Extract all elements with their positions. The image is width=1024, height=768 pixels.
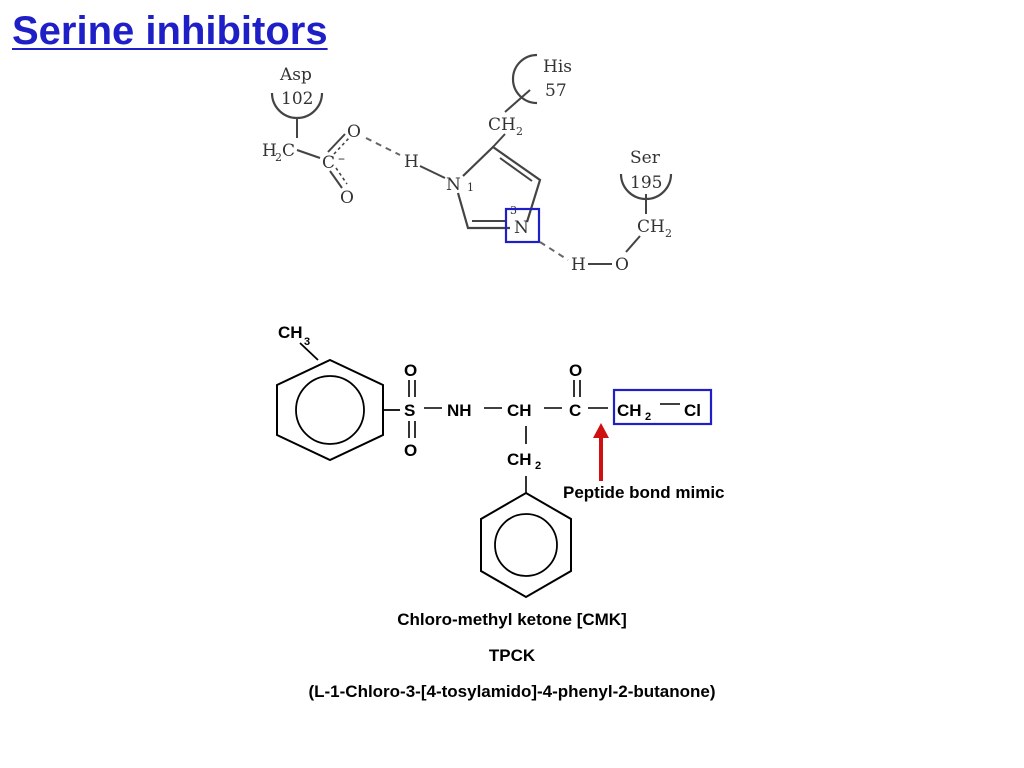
his-n3-position: 3 <box>510 204 517 217</box>
ch3-label: CH <box>278 323 303 342</box>
sulfur-atom: S <box>404 401 415 420</box>
his-ch2-sub: 2 <box>516 125 523 138</box>
ser-residue-arc <box>619 173 673 201</box>
his-n3: N <box>514 218 529 238</box>
side-chain-ch2: CH <box>507 450 532 469</box>
imidazole-double-bond-upper <box>499 157 533 182</box>
carboxyl-bond-bottom <box>329 170 343 189</box>
h2c-sub: 2 <box>275 151 282 164</box>
tpck-structure: CH 3 S O O NH CH C O CH 2 Cl CH 2 <box>276 323 713 599</box>
chloromethyl-highlight-box <box>612 388 713 426</box>
imidazole-upper-edges <box>462 145 542 223</box>
h-bond-asp-his <box>365 137 401 156</box>
carboxyl-o-bottom: O <box>340 188 354 208</box>
catalytic-triad: Asp 102 H 2 C C – O O H N 1 3 N CH 2 <box>262 53 673 275</box>
carboxyl-bond-top <box>327 133 346 153</box>
nh-group: NH <box>447 401 472 420</box>
carboxyl-o-top: O <box>347 122 361 142</box>
phenyl-benzene-ring <box>480 491 572 599</box>
ser-o-ch2-bond <box>625 235 641 253</box>
carbonyl-c: C <box>569 401 581 420</box>
his-ch2: CH <box>488 115 516 135</box>
h2c-h: H <box>262 141 277 161</box>
ser-number: 195 <box>630 173 662 193</box>
his-residue-arc <box>511 53 538 105</box>
tosyl-benzene-ring <box>276 358 384 462</box>
tosyl-aromatic-circle <box>295 375 365 445</box>
asp-residue-arc <box>270 92 324 120</box>
chloromethyl-ch2: CH <box>617 401 642 420</box>
carboxyl-c: C <box>322 153 335 173</box>
chlorine-atom: Cl <box>684 401 701 420</box>
chloromethyl-ch2-sub: 2 <box>645 411 651 423</box>
peptide-bond-mimic-label: Peptide bond mimic <box>563 483 725 502</box>
ser-label: Ser <box>630 148 661 168</box>
sulfonyl-o-top: O <box>404 361 417 380</box>
caption-tpck: TPCK <box>488 646 536 665</box>
his-h: H <box>404 152 419 172</box>
asp-label: Asp <box>279 65 312 85</box>
side-chain-ch2-sub: 2 <box>535 460 541 472</box>
h2c-c-bond <box>296 149 321 159</box>
imidazole-lower-edges <box>456 192 510 230</box>
ch3-sub: 3 <box>304 336 310 348</box>
asp-number: 102 <box>281 89 313 109</box>
slide-title: Serine inhibitors <box>12 9 328 53</box>
ring-ch2-bond <box>492 133 506 148</box>
ch3-bond <box>299 342 319 361</box>
h2c-c: C <box>282 141 295 161</box>
ser-ch2: CH <box>637 217 665 237</box>
his-ch2-residue-bond <box>504 89 531 113</box>
his-n1: N <box>446 175 461 195</box>
caption-iupac-name: (L-1-Chloro-3-[4-tosylamido]-4-phenyl-2-… <box>308 682 716 701</box>
h-bond-his-ser <box>539 241 569 261</box>
ch-group: CH <box>507 401 532 420</box>
phenyl-aromatic-circle <box>494 513 558 577</box>
ser-ch2-sub: 2 <box>665 227 672 240</box>
his-number: 57 <box>545 81 567 101</box>
caption-cmk: Chloro-methyl ketone [CMK] <box>397 610 627 629</box>
carboxyl-charge: – <box>338 151 345 167</box>
his-n3-highlight-box <box>504 207 541 244</box>
sulfonyl-o-bottom: O <box>404 441 417 460</box>
ser-h: H <box>571 255 586 275</box>
ser-o: O <box>615 255 629 275</box>
his-n1-position: 1 <box>467 181 474 194</box>
h-n1-bond <box>419 165 446 179</box>
his-label: His <box>543 57 572 77</box>
carboxyl-dash-top <box>333 137 350 155</box>
carbonyl-o: O <box>569 361 582 380</box>
peptide-bond-arrow-head <box>593 423 609 438</box>
